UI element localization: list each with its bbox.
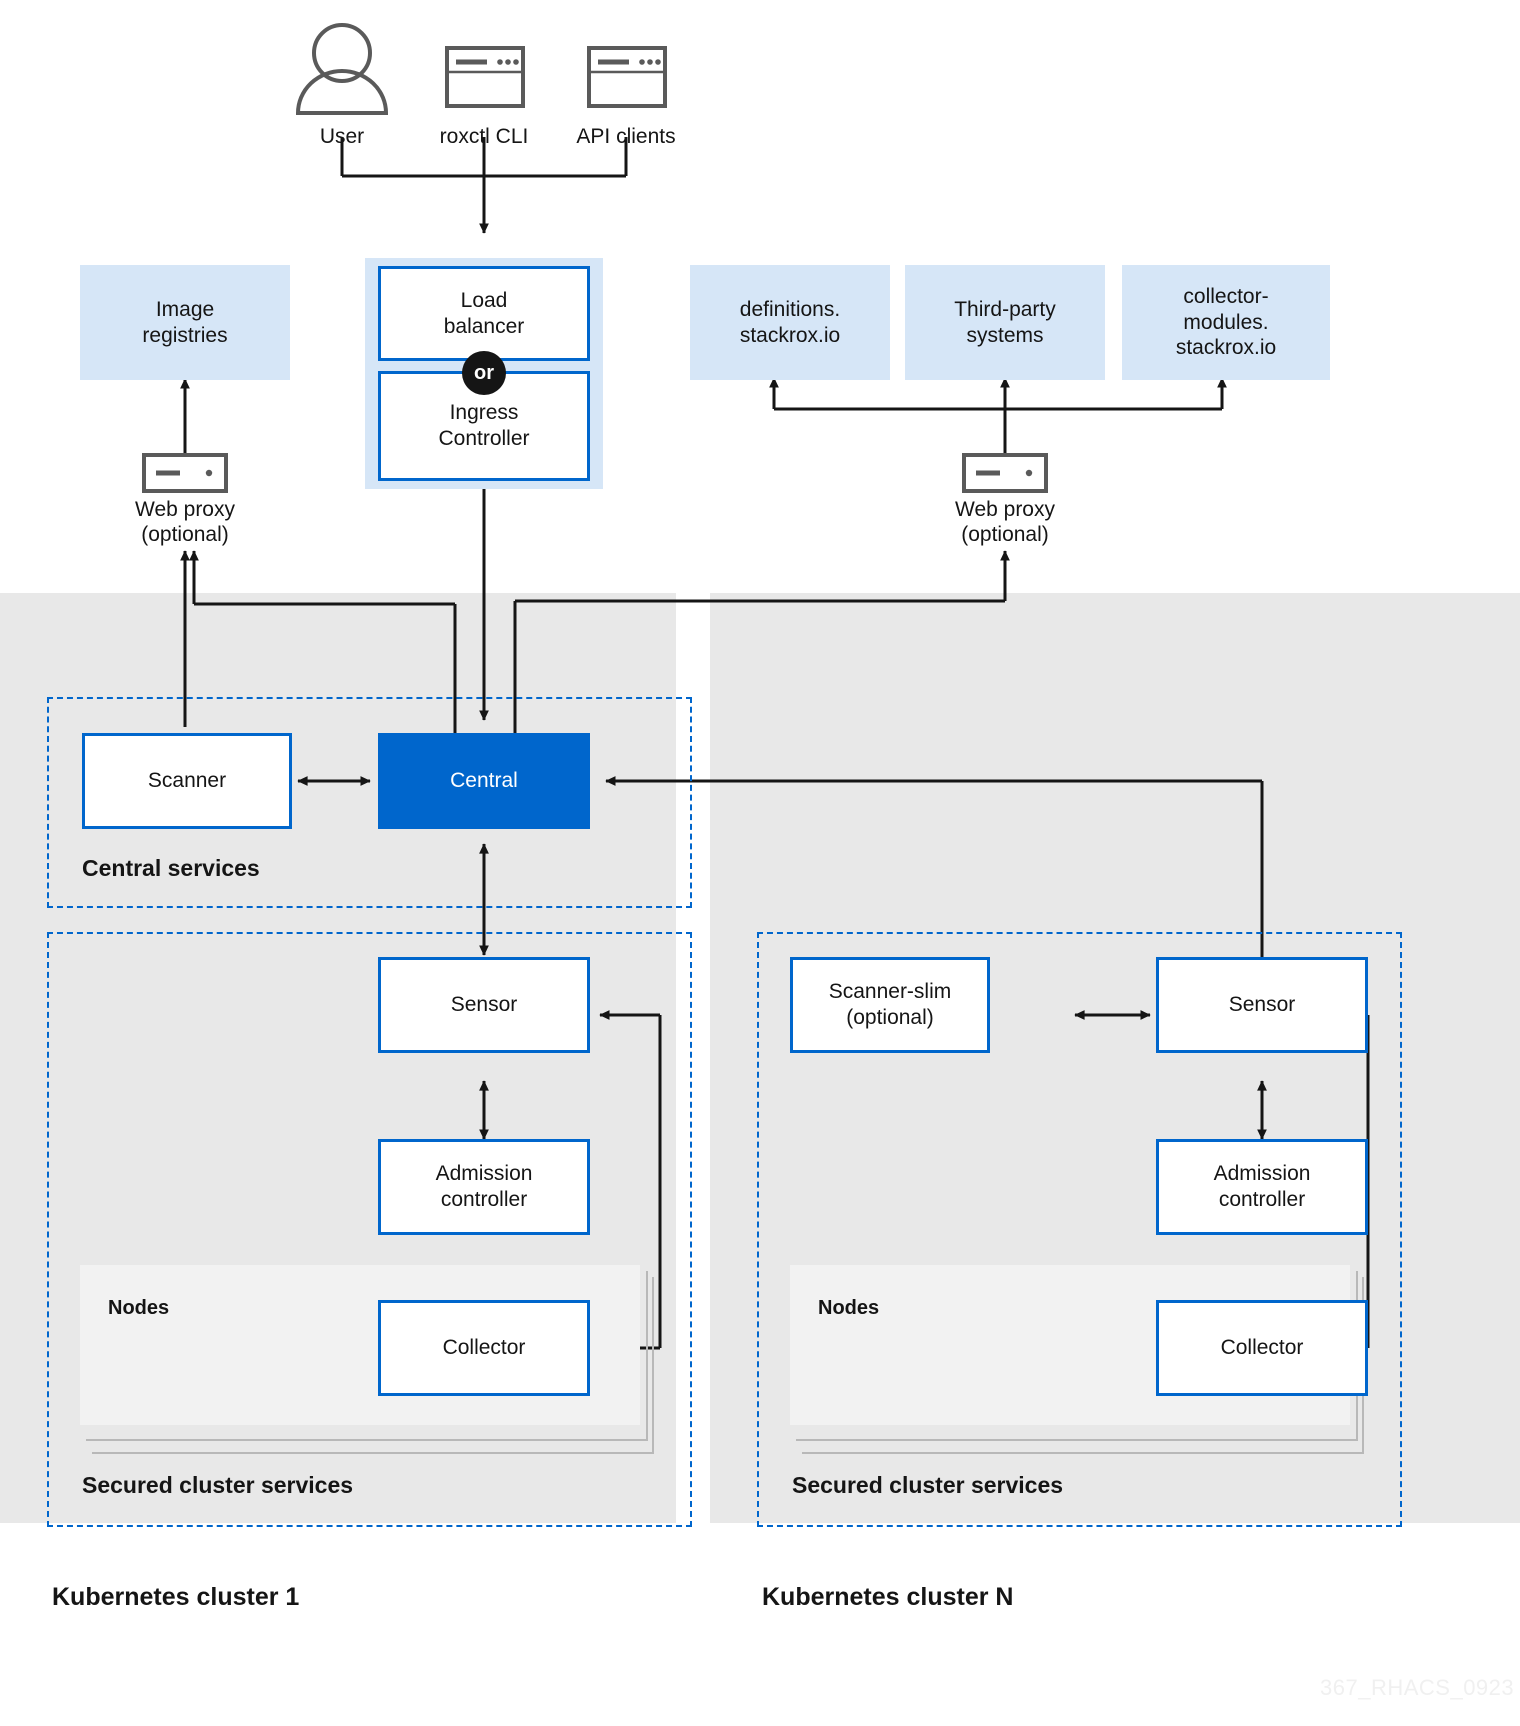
collector-modules-line-3: stackrox.io: [1175, 336, 1277, 360]
user-label: User: [319, 125, 365, 148]
web-proxy-left-label: Web proxy (optional): [85, 497, 285, 547]
terminal-window-icon-api: [587, 46, 667, 108]
ingress-controller-line-2: Controller: [438, 427, 530, 450]
cluster-n-sensor-box[interactable]: Sensor: [1156, 957, 1368, 1053]
cluster-n-admission-line-2: controller: [1218, 1188, 1306, 1211]
cluster-n-label: Kubernetes cluster N: [762, 1583, 1014, 1611]
cluster-1-admission-controller-box[interactable]: Admission controller: [378, 1139, 590, 1235]
cluster-1-nodes-label: Nodes: [108, 1297, 170, 1319]
load-balancer-line-1: Load: [460, 288, 508, 312]
cluster-n-scanner-slim-line-1: Scanner-slim: [828, 980, 952, 1004]
third-party-line-2: systems: [966, 323, 1044, 347]
cluster-1-sensor-label: Sensor: [450, 993, 518, 1017]
central-services-group-label: Central services: [82, 855, 260, 881]
terminal-window-icon-roxctl: [445, 46, 525, 108]
cluster-1-secured-services-group: [47, 932, 692, 1527]
web-proxy-left-line-2: (optional): [141, 523, 229, 547]
web-proxy-right-line-2: (optional): [961, 523, 1049, 547]
cluster-1-label: Kubernetes cluster 1: [52, 1583, 300, 1611]
web-proxy-right-line-1: Web proxy: [955, 498, 1055, 521]
cluster-1-admission-line-2: controller: [440, 1188, 528, 1211]
definitions-stackrox-box[interactable]: definitions. stackrox.io: [690, 265, 890, 380]
proxy-server-icon-left: [142, 453, 228, 493]
web-proxy-left-line-1: Web proxy: [135, 498, 235, 521]
roxctl-cli-label: roxctl CLI: [439, 125, 529, 148]
cluster-1-secured-services-label: Secured cluster services: [82, 1472, 354, 1498]
cluster-n-admission-line-1: Admission: [1213, 1162, 1311, 1186]
image-registries-line-2: registries: [142, 323, 228, 347]
scanner-box[interactable]: Scanner: [82, 733, 292, 829]
central-box[interactable]: Central: [378, 733, 590, 829]
cluster-1-sensor-box[interactable]: Sensor: [378, 957, 590, 1053]
watermark: 367_RHACS_0923: [1320, 1675, 1515, 1700]
cluster-n-secured-services-group: [757, 932, 1402, 1527]
collector-modules-line-1: collector-: [1183, 285, 1269, 309]
load-balancer-box[interactable]: Load balancer: [378, 266, 590, 361]
api-clients-label: API clients: [576, 125, 676, 148]
proxy-server-icon-right: [962, 453, 1048, 493]
third-party-line-1: Third-party: [954, 297, 1056, 321]
ingress-controller-line-1: Ingress: [449, 401, 519, 425]
user-icon: [295, 23, 389, 115]
image-registries-line-1: Image: [155, 297, 215, 321]
or-badge: or: [462, 351, 506, 395]
collector-modules-box[interactable]: collector- modules. stackrox.io: [1122, 265, 1330, 380]
scanner-label: Scanner: [147, 769, 227, 793]
definitions-line-1: definitions.: [739, 297, 841, 321]
cluster-n-scanner-slim-box[interactable]: Scanner-slim (optional): [790, 957, 990, 1053]
cluster-1-collector-label: Collector: [442, 1336, 526, 1360]
cluster-n-sensor-label: Sensor: [1228, 993, 1296, 1017]
web-proxy-right-label: Web proxy (optional): [905, 497, 1105, 547]
cluster-1-admission-line-1: Admission: [435, 1162, 533, 1186]
cluster-n-scanner-slim-line-2: (optional): [846, 1006, 934, 1029]
cluster-1-collector-box[interactable]: Collector: [378, 1300, 590, 1396]
cluster-n-secured-services-label: Secured cluster services: [792, 1472, 1064, 1498]
cluster-n-collector-box[interactable]: Collector: [1156, 1300, 1368, 1396]
central-services-group: [47, 697, 692, 908]
cluster-n-nodes-label: Nodes: [818, 1297, 880, 1319]
cluster-n-collector-label: Collector: [1220, 1336, 1304, 1360]
central-label: Central: [450, 769, 518, 793]
collector-modules-line-2: modules.: [1183, 310, 1269, 334]
image-registries-box[interactable]: Image registries: [80, 265, 290, 380]
cluster-1-nodes-stack-3: [92, 1277, 654, 1454]
cluster-1-nodes-stack-2: [86, 1271, 648, 1441]
load-balancer-line-2: balancer: [443, 314, 525, 338]
cluster-n-admission-controller-box[interactable]: Admission controller: [1156, 1139, 1368, 1235]
definitions-line-2: stackrox.io: [739, 323, 841, 347]
third-party-systems-box[interactable]: Third-party systems: [905, 265, 1105, 380]
